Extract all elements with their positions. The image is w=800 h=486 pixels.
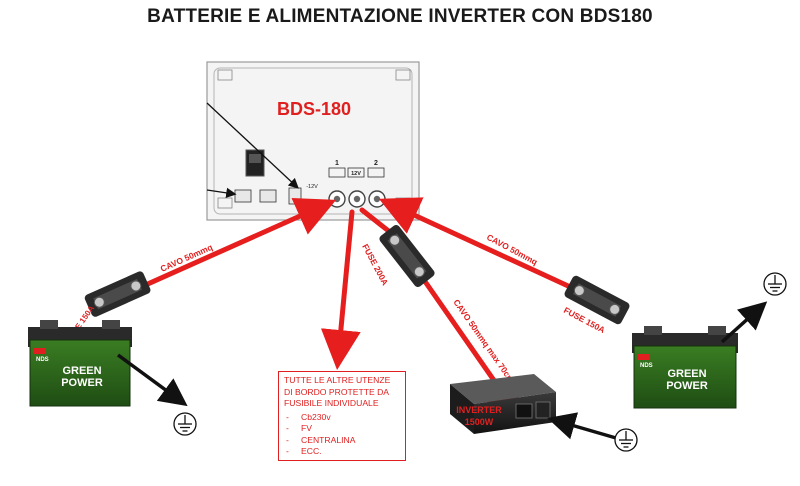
info-box-heading: TUTTE LE ALTRE UTENZE DI BORDO PROTETTE … xyxy=(284,375,391,408)
fuse-holder-right xyxy=(564,275,630,325)
list-item: ECC. xyxy=(284,446,400,458)
ground-wire-left xyxy=(116,353,188,407)
battery-left-brand: NDS xyxy=(36,357,49,363)
port-2-label: 2 xyxy=(374,160,378,167)
list-item: CENTRALINA xyxy=(284,435,400,447)
port-1-label: 1 xyxy=(335,160,339,167)
inverter-unit: INVERTER 1500W xyxy=(450,374,556,434)
battery-right-line2: POWER xyxy=(666,380,708,392)
ground-wire-inverter xyxy=(547,412,617,440)
pointer-line-side xyxy=(206,187,237,199)
cable-utilities xyxy=(320,209,361,370)
terminal-12v xyxy=(348,190,366,208)
fuse-center-label: FUSE 200A xyxy=(360,242,390,287)
cables xyxy=(120,197,595,421)
port-12v-label: 12V xyxy=(351,171,361,177)
cable-left xyxy=(120,197,337,298)
cable-right xyxy=(378,197,595,300)
page-title: BATTERIE E ALIMENTAZIONE INVERTER CON BD… xyxy=(147,6,653,27)
battery-right-line1: GREEN xyxy=(667,368,706,380)
device-label: BDS-180 xyxy=(277,99,351,119)
ground-icon-left xyxy=(173,412,197,436)
battery-left-line1: GREEN xyxy=(62,365,101,377)
battery-right: NDS GREEN POWER xyxy=(632,326,738,409)
list-item: Cb230v xyxy=(284,412,400,424)
inverter-line2: 1500W xyxy=(465,417,494,427)
battery-left: NDS GREEN POWER xyxy=(28,320,132,407)
fuse-holder-center xyxy=(379,225,435,287)
ground-icon-inverter xyxy=(614,428,638,452)
ground-icon-right xyxy=(763,272,787,296)
list-item: FV xyxy=(284,423,400,435)
cable-inverter-label: CAVO 50mmq max 70cm xyxy=(451,297,517,385)
battery-right-brand: NDS xyxy=(640,363,653,369)
info-box-list: Cb230v FV CENTRALINA ECC. xyxy=(284,412,400,458)
terminal-2 xyxy=(368,190,386,208)
terminal-1 xyxy=(328,190,346,208)
pointer-line-top xyxy=(206,102,299,189)
fuse-holder-left xyxy=(84,271,151,317)
utilities-info-box: TUTTE LE ALTRE UTENZE DI BORDO PROTETTE … xyxy=(278,371,406,461)
ground-wire-right xyxy=(720,301,768,344)
battery-left-line2: POWER xyxy=(61,377,103,389)
inverter-line1: INVERTER xyxy=(456,405,502,415)
bds180-device: BDS-180 -12V 1 12V 2 xyxy=(206,61,420,221)
port-neg12v-label: -12V xyxy=(306,184,318,190)
